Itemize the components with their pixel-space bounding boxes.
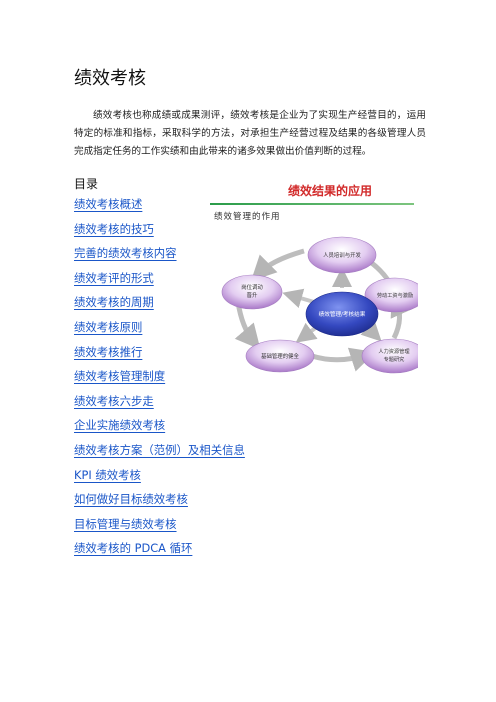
diagram-subtitle: 绩效管理的作用 xyxy=(214,212,281,222)
toc-link[interactable]: 绩效考核的周期 xyxy=(74,295,154,310)
node-left-top: 岗位调动 晋升 xyxy=(221,274,283,310)
title-divider xyxy=(210,203,414,205)
toc-item[interactable]: 绩效考核推行 xyxy=(74,344,245,369)
toc-item[interactable]: 如何做好目标绩效考核 xyxy=(74,491,245,516)
svg-text:人力资源管理: 人力资源管理 xyxy=(378,347,410,355)
arrow-left-bottom-to-right-bottom xyxy=(311,347,376,372)
toc-link[interactable]: 绩效考核的技巧 xyxy=(74,221,154,236)
table-of-contents: 绩效考核概述 绩效考核的技巧 完善的绩效考核内容 绩效考评的形式 绩效考核的周期… xyxy=(74,196,245,565)
node-center: 绩效管理/考核结果 xyxy=(305,291,379,337)
toc-heading: 目录 xyxy=(74,177,99,191)
node-top: 人员培训与开发 xyxy=(307,236,377,274)
intro-paragraph: 绩效考核也称成绩或成果测评，绩效考核是企业为了实现生产经营目的，运用特定的标准和… xyxy=(74,110,426,157)
toc-item[interactable]: 绩效考核原则 xyxy=(74,319,245,344)
toc-item[interactable]: 绩效考核方案（范例）及相关信息 xyxy=(74,442,245,467)
diagram-title: 绩效结果的应用 xyxy=(288,184,373,198)
node-left-bottom-label: 基础管理的健全 xyxy=(261,352,299,360)
node-right-bottom: 人力资源管理 专题研究 xyxy=(361,338,418,374)
toc-link[interactable]: 企业实施绩效考核 xyxy=(74,418,166,433)
toc-item[interactable]: KPI 绩效考核 xyxy=(74,467,245,492)
node-top-label: 人员培训与开发 xyxy=(323,251,361,259)
arrow-top-to-left xyxy=(250,248,305,282)
toc-item[interactable]: 绩效考核的技巧 xyxy=(74,221,245,246)
node-left-bottom: 基础管理的健全 xyxy=(245,339,315,373)
spoke-left xyxy=(282,288,315,308)
performance-diagram: 绩效结果的应用 绩效管理的作用 xyxy=(208,178,418,378)
center-label: 绩效管理/考核结果 xyxy=(319,310,366,318)
toc-link[interactable]: 绩效考核六步走 xyxy=(74,393,154,408)
toc-item[interactable]: 绩效考核的 PDCA 循环 xyxy=(74,540,245,565)
toc-item[interactable]: 绩效考评的形式 xyxy=(74,270,245,295)
svg-text:专题研究: 专题研究 xyxy=(384,355,405,363)
toc-link[interactable]: 绩效考核推行 xyxy=(74,344,143,359)
node-right-top-label: 劳动工资与激励 xyxy=(377,291,413,299)
toc-link[interactable]: 绩效考核方案（范例）及相关信息 xyxy=(74,442,245,457)
svg-text:岗位调动: 岗位调动 xyxy=(241,283,263,291)
page-title: 绩效考核 xyxy=(74,68,146,89)
toc-item[interactable]: 绩效考核管理制度 xyxy=(74,368,245,393)
toc-link[interactable]: KPI 绩效考核 xyxy=(74,467,141,482)
toc-item[interactable]: 企业实施绩效考核 xyxy=(74,417,245,442)
toc-link[interactable]: 完善的绩效考核内容 xyxy=(74,246,177,261)
toc-item[interactable]: 绩效考核的周期 xyxy=(74,294,245,319)
toc-link[interactable]: 绩效考核概述 xyxy=(74,197,143,211)
toc-item[interactable]: 目标管理与绩效考核 xyxy=(74,516,245,541)
toc-link[interactable]: 绩效考核管理制度 xyxy=(74,369,166,384)
toc-link[interactable]: 目标管理与绩效考核 xyxy=(74,516,177,531)
diagram-canvas: 人员培训与开发 岗位调动 晋升 劳动工资与激励 基础管理的健全 人力资源管理 专… xyxy=(221,236,418,374)
toc-link[interactable]: 如何做好目标绩效考核 xyxy=(74,492,188,507)
toc-link[interactable]: 绩效考评的形式 xyxy=(74,270,154,285)
toc-item[interactable]: 绩效考核六步走 xyxy=(74,393,245,418)
svg-text:晋升: 晋升 xyxy=(247,291,258,299)
toc-item[interactable]: 绩效考核概述 xyxy=(74,196,245,221)
toc-item[interactable]: 完善的绩效考核内容 xyxy=(74,245,245,270)
toc-link[interactable]: 绩效考核的 PDCA 循环 xyxy=(74,541,193,556)
toc-link[interactable]: 绩效考核原则 xyxy=(74,319,143,334)
node-right-top: 劳动工资与激励 xyxy=(364,277,418,313)
